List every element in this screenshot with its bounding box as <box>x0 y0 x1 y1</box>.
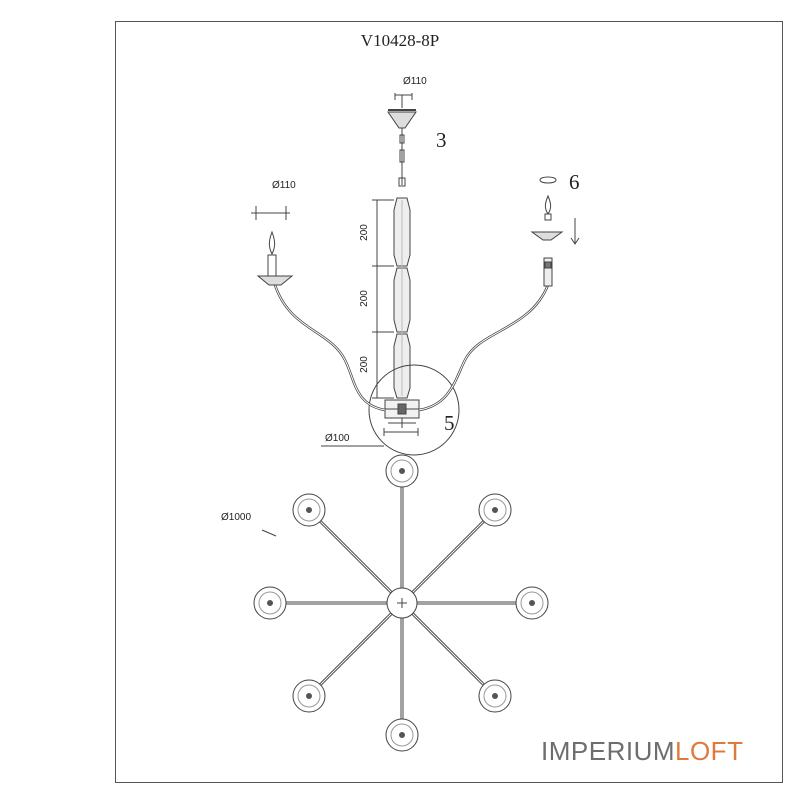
stem-segment-3-label: 200 <box>358 356 370 373</box>
canopy <box>387 93 417 129</box>
stem-segment-2-label: 200 <box>358 290 370 307</box>
step-number-canopy: 3 <box>436 128 447 152</box>
span-dimension-leader <box>261 529 277 537</box>
detail-circle <box>368 364 460 456</box>
step-number-hub-detail: 5 <box>444 411 455 435</box>
brand-logo-part1: IMPERIUM <box>541 736 675 766</box>
left-arm <box>256 230 386 412</box>
right-arm <box>418 176 580 412</box>
drawing-frame <box>115 21 783 783</box>
model-number: V10428-8P <box>360 31 440 50</box>
plan-view <box>253 454 549 752</box>
chain <box>398 128 406 187</box>
hub-diameter-label: Ø100 <box>325 433 350 444</box>
brand-logo: IMPERIUMLOFT <box>541 736 743 767</box>
stem-segment-1-label: 200 <box>358 224 370 241</box>
span-diameter-label: Ø1000 <box>221 512 252 523</box>
hub <box>384 399 420 428</box>
stem <box>393 197 411 399</box>
left-cup-dimension-line <box>251 206 290 220</box>
arm-cup-diameter-label: Ø110 <box>272 180 296 191</box>
stem-dimension-line <box>372 199 394 399</box>
step-number-bulb: 6 <box>569 170 580 194</box>
canopy-diameter-label: Ø110 <box>403 76 427 87</box>
brand-logo-part2: LOFT <box>675 736 744 766</box>
hub-dimension-line <box>321 428 419 447</box>
